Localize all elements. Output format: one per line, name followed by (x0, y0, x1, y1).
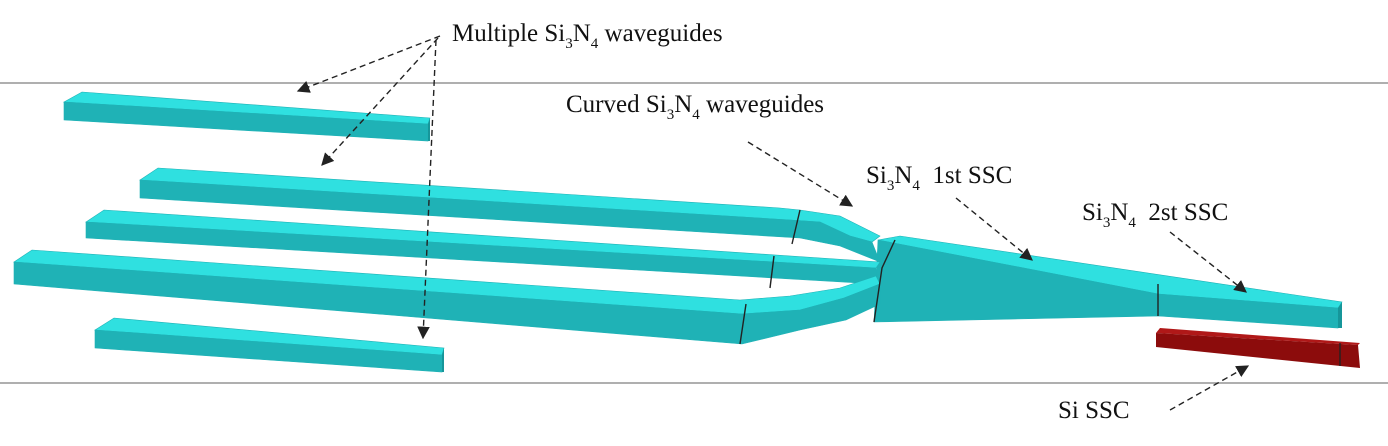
label-curved-waveguides: Curved Si3N4 waveguides (566, 91, 824, 123)
si-ssc-block (1156, 328, 1360, 368)
arrow-to-1st-ssc (955, 197, 1033, 261)
arrow-to-si-ssc (1169, 365, 1250, 411)
arrow-to-2st-ssc (1169, 231, 1247, 293)
ssc-taper (873, 235, 1343, 329)
label-1st-ssc: Si3N4 1st SSC (866, 162, 1012, 194)
arrow-to-curved (747, 141, 854, 207)
waveguide-4 (13, 249, 881, 345)
label-si-ssc: Si SSC (1058, 397, 1130, 424)
waveguide-5 (94, 317, 445, 373)
waveguide-1 (62, 91, 431, 142)
arrow-to-waveguide-2 (321, 37, 439, 166)
segment-seams (739, 209, 1159, 345)
callout-arrows (296, 35, 1250, 411)
arrow-to-waveguide-1 (296, 35, 441, 93)
label-multiple-waveguides: Multiple Si3N4 waveguides (452, 20, 723, 52)
label-2st-ssc: Si3N4 2st SSC (1082, 199, 1228, 231)
waveguide-2 (139, 167, 881, 263)
